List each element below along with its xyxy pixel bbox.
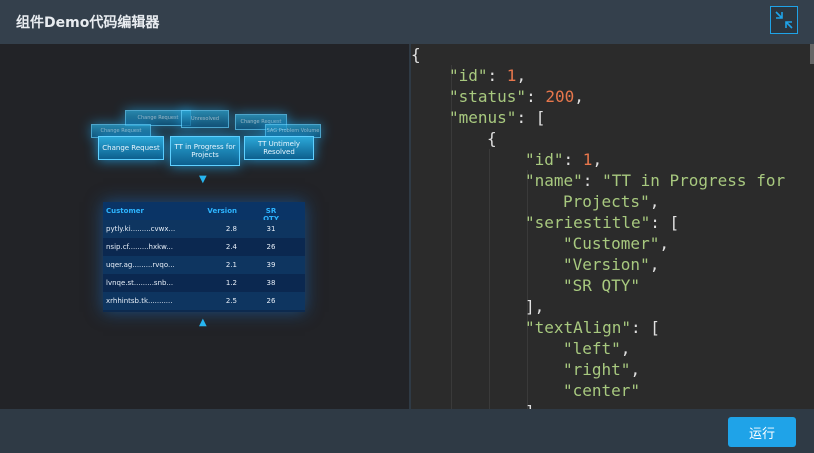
code-token: ,	[516, 66, 527, 85]
code-line: "name": "TT in Progress for	[411, 170, 785, 191]
code-line: "menus": [	[411, 107, 785, 128]
code-line: "right",	[411, 359, 785, 380]
dialog-footer	[0, 409, 814, 453]
editor-scrollbar[interactable]	[810, 44, 814, 64]
dialog-titlebar: 组件Demo代码编辑器	[0, 0, 814, 44]
code-line: ],	[411, 296, 785, 317]
preview-table-cell: 1.2	[225, 279, 237, 287]
code-token: "left"	[563, 339, 621, 358]
preview-table-header: Customer Version SR QTY	[103, 202, 305, 223]
code-token: : [	[516, 108, 546, 127]
code-line: {	[411, 44, 785, 65]
preview-table-row: uqer.ag.........rvqo... 2.1 39	[103, 256, 305, 274]
code-token: {	[487, 129, 497, 148]
preview-table-header-cell: Version	[207, 207, 237, 215]
code-token: 200	[545, 87, 575, 106]
preview-table-cell: 31	[266, 225, 276, 233]
code-token: "Version"	[563, 255, 650, 274]
indent-guide	[451, 65, 452, 409]
indent-guide	[489, 149, 490, 409]
code-token: :	[487, 66, 507, 85]
preview-table-cell: 39	[266, 261, 276, 269]
indent-guide	[527, 170, 528, 409]
preview-table-cell: lvnqe.st.........snb...	[106, 279, 174, 287]
code-token: ],	[525, 297, 545, 316]
code-token: "SR QTY"	[563, 276, 641, 295]
code-line: "id": 1,	[411, 65, 785, 86]
down-arrow-icon: ▼	[199, 174, 207, 185]
preview-table-row: lvnqe.st.........snb... 1.2 38	[103, 274, 305, 292]
preview-back-node: Unresolved	[181, 110, 229, 128]
code-token: ,	[659, 234, 669, 253]
collapse-icon	[775, 11, 793, 29]
code-line: "textAlign": [	[411, 317, 785, 338]
code-line: "left",	[411, 338, 785, 359]
code-token: ,	[620, 339, 631, 358]
code-text[interactable]: {"id": 1,"status": 200,"menus": [{"id": …	[411, 44, 785, 409]
preview-table-header-cell: SR QTY	[263, 207, 279, 223]
code-token: "id"	[525, 150, 564, 169]
preview-node: Change Request	[98, 136, 164, 160]
preview-table-cell: nsip.cf.........hxkw...	[106, 243, 173, 251]
code-token: 1	[506, 66, 517, 85]
code-token: ,	[649, 255, 660, 274]
preview-table-row: pytly.ki.........cvwx... 2.8 31	[103, 220, 305, 238]
code-token: :	[526, 87, 546, 106]
code-token: "id"	[449, 66, 488, 85]
code-line: Projects",	[411, 191, 785, 212]
code-token: :	[582, 171, 603, 190]
code-line: "id": 1,	[411, 149, 785, 170]
code-token: "seriestitle"	[525, 213, 651, 232]
code-line: "Version",	[411, 254, 785, 275]
code-token: "textAlign"	[525, 318, 631, 337]
preview-table-cell: 26	[266, 297, 276, 305]
code-token: : [	[630, 318, 660, 337]
preview-table-cell: 26	[266, 243, 276, 251]
code-token: :	[563, 150, 583, 169]
preview-table-cell: xrhhintsb.tk...........	[106, 297, 173, 305]
dialog-title: 组件Demo代码编辑器	[16, 15, 160, 31]
preview-table-cell: 2.8	[225, 225, 237, 233]
preview-table-cell: 2.1	[225, 261, 237, 269]
code-line: ],	[411, 401, 785, 409]
preview-table-row: xrhhintsb.tk........... 2.5 26	[103, 292, 305, 310]
preview-table-cell: pytly.ki.........cvwx...	[106, 225, 176, 233]
code-token: "status"	[449, 87, 527, 106]
code-editor[interactable]: {"id": 1,"status": 200,"menus": [{"id": …	[411, 44, 814, 409]
preview-table-cell: uqer.ag.........rvqo...	[106, 261, 175, 269]
code-token: ,	[574, 87, 584, 106]
code-token: "name"	[525, 171, 583, 190]
code-token: ,	[649, 192, 660, 211]
preview-table-row: nsip.cf.........hxkw... 2.4 26	[103, 238, 305, 256]
code-line: "SR QTY"	[411, 275, 785, 296]
preview-node: TT in Progress for Projects	[170, 136, 240, 166]
code-token: 1	[582, 150, 593, 169]
code-line: "seriestitle": [	[411, 212, 785, 233]
code-token: "right"	[563, 360, 631, 379]
up-arrow-icon: ▲	[199, 317, 207, 328]
code-token: "Customer"	[563, 234, 660, 253]
preview-node: TT Untimely Resolved	[244, 136, 314, 160]
collapse-button[interactable]	[770, 6, 798, 34]
code-token: {	[411, 45, 421, 64]
code-line: "Customer",	[411, 233, 785, 254]
code-line: "status": 200,	[411, 86, 785, 107]
code-token: ,	[592, 150, 603, 169]
preview-table-cell: 2.5	[225, 297, 237, 305]
preview-table-header-cell: Customer	[106, 207, 144, 215]
preview-table-cell: 38	[266, 279, 276, 287]
code-token: "menus"	[449, 108, 517, 127]
code-token: ],	[525, 402, 544, 409]
code-token: "center"	[563, 381, 641, 400]
code-token: : [	[650, 213, 680, 232]
code-line: "center"	[411, 380, 785, 401]
code-line: {	[411, 128, 785, 149]
code-token: ,	[630, 360, 641, 379]
code-token: "TT in Progress for	[602, 171, 786, 190]
code-token: Projects"	[563, 192, 650, 211]
run-button[interactable]: 运行	[728, 417, 796, 447]
preview-table-cell: 2.4	[225, 243, 237, 251]
